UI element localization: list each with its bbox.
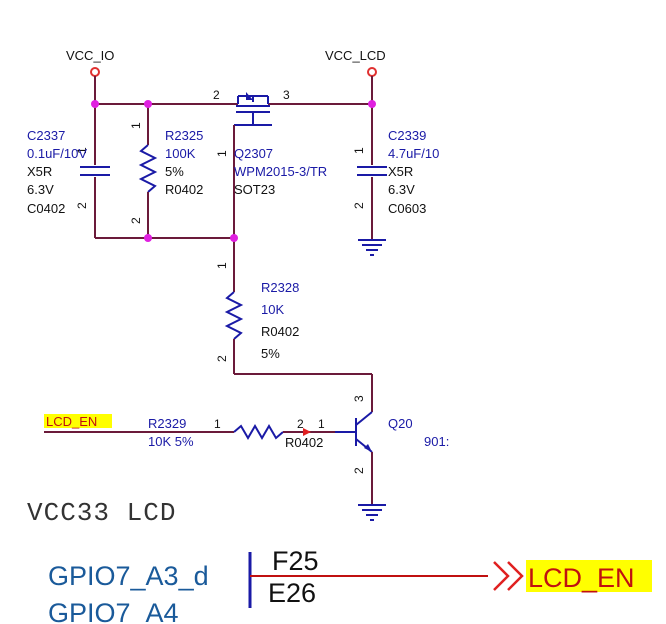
vcc-lcd-label: VCC_LCD (325, 48, 386, 63)
c2337-ref: C2337 (27, 128, 65, 143)
gpio-label-2: GPIO7_A4 (48, 598, 179, 624)
resistor-r2329: 1 2 R2329 10K 5% R0402 (148, 416, 335, 450)
c2339-ref: C2339 (388, 128, 426, 143)
q2307-pin3: 3 (283, 88, 290, 102)
capacitor-c2339: 1 2 C2339 4.7uF/10 X5R 6.3V C0603 (352, 104, 439, 256)
q20-part: 901: (424, 434, 449, 449)
q20-pin2: 2 (352, 467, 366, 474)
lcd-en-net-label-2: LCD_EN (528, 563, 635, 593)
r2325-pin2: 2 (129, 217, 143, 224)
c2339-value: 4.7uF/10 (388, 146, 439, 161)
c2337-voltage: 6.3V (27, 182, 54, 197)
q2307-part: WPM2015-3/TR (234, 164, 327, 179)
gpio-cutout: GPIO7_A3_d GPIO7_A4 F25 E26 LCD_EN (48, 546, 652, 624)
r2325-package: R0402 (165, 182, 203, 197)
c2339-dielectric: X5R (388, 164, 413, 179)
r2329-package: R0402 (285, 435, 323, 450)
q2307-package: SOT23 (234, 182, 275, 197)
r2328-ref: R2328 (261, 280, 299, 295)
schematic-title: VCC33 LCD (27, 498, 176, 528)
r2329-value: 10K 5% (148, 434, 194, 449)
q2307-pin1: 1 (215, 150, 229, 157)
c2337-package: C0402 (27, 201, 65, 216)
r2329-ref: R2329 (148, 416, 186, 431)
r2328-pin1: 1 (215, 262, 229, 269)
r2328-pin2: 2 (215, 355, 229, 362)
c2337-pin1: 1 (75, 147, 89, 154)
vcc-io-symbol: VCC_IO (66, 48, 114, 104)
q20-pin3: 3 (352, 395, 366, 402)
gpio-pin-top: F25 (272, 546, 319, 576)
r2325-pin1: 1 (129, 122, 143, 129)
q20-ref: Q20 (388, 416, 413, 431)
q2307-ref: Q2307 (234, 146, 273, 161)
gpio-label: GPIO7_A3_d (48, 561, 209, 591)
c2339-pin2: 2 (352, 202, 366, 209)
lcd-en-net-label: LCD_EN (46, 414, 97, 429)
r2329-pin1: 1 (214, 417, 221, 431)
vcc-io-label: VCC_IO (66, 48, 114, 63)
c2337-value: 0.1uF/10V (27, 146, 87, 161)
c2337-pin2: 2 (75, 202, 89, 209)
resistor-r2328: 1 2 R2328 10K R0402 5% (215, 238, 373, 412)
mosfet-q2307: 2 3 1 Q2307 WPM2015-3/TR SOT23 (213, 88, 327, 238)
net-lcd-en-left: LCD_EN (44, 414, 234, 433)
q20-pin1: 1 (318, 417, 325, 431)
transistor-q20: 1 3 2 Q20 901: (318, 395, 449, 521)
r2328-tol: 5% (261, 346, 280, 361)
c2339-pin1: 1 (352, 147, 366, 154)
c2337-dielectric: X5R (27, 164, 52, 179)
vcc-lcd-symbol: VCC_LCD (325, 48, 386, 104)
q2307-pin2: 2 (213, 88, 220, 102)
junction-dots (91, 100, 376, 242)
gpio-pin: E26 (268, 578, 316, 608)
r2325-tol: 5% (165, 164, 184, 179)
r2325-ref: R2325 (165, 128, 203, 143)
r2328-package: R0402 (261, 324, 299, 339)
resistor-r2325: 1 2 R2325 100K 5% R0402 (129, 104, 203, 238)
r2325-value: 100K (165, 146, 196, 161)
r2329-pin2: 2 (297, 417, 304, 431)
capacitor-c2337: 1 2 C2337 0.1uF/10V X5R 6.3V C0402 (27, 104, 110, 238)
c2339-package: C0603 (388, 201, 426, 216)
c2339-voltage: 6.3V (388, 182, 415, 197)
r2328-value: 10K (261, 302, 284, 317)
